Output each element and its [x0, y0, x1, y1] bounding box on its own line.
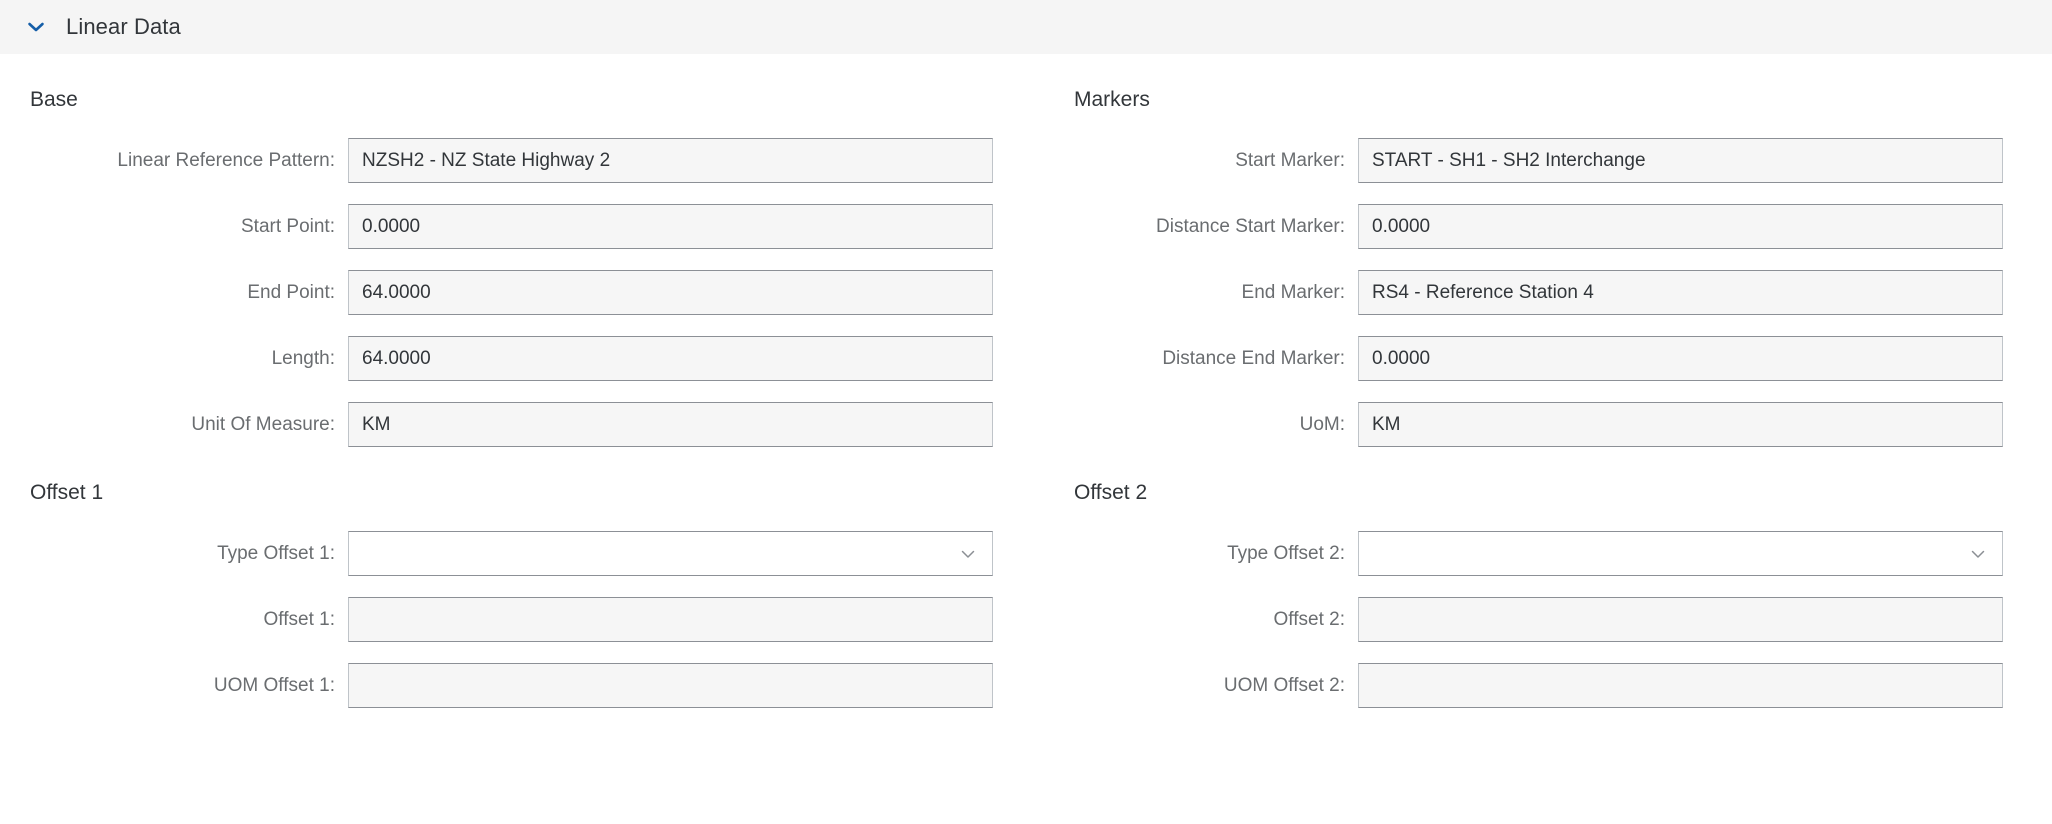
start-point-label: Start Point: [241, 215, 335, 237]
field-row-distance-end-marker: Distance End Marker: 0.0000 [1040, 336, 2032, 381]
offset2-fields: Type Offset 2: Offset 2: [1040, 531, 2032, 708]
markers-fields: Start Marker: START - SH1 - SH2 Intercha… [1040, 138, 2032, 447]
chevron-down-icon [25, 16, 47, 38]
offset2-section-heading: Offset 2 [1074, 481, 1148, 504]
distance-start-marker-value: 0.0000 [1372, 215, 1431, 237]
field-row-uom-offset-2: UOM Offset 2: [1040, 663, 2032, 708]
offset1-section-heading: Offset 1 [30, 481, 104, 504]
unit-of-measure-value: KM [362, 413, 391, 435]
base-section: Base Linear Reference Pattern: NZSH2 - N… [0, 54, 1026, 447]
start-marker-value: START - SH1 - SH2 Interchange [1372, 149, 1646, 171]
uom-offset-1-input[interactable] [348, 663, 993, 708]
start-point-value: 0.0000 [362, 215, 421, 237]
type-offset-2-label: Type Offset 2: [1227, 542, 1345, 564]
end-marker-label: End Marker: [1241, 281, 1345, 303]
uom-input[interactable]: KM [1358, 402, 2003, 447]
start-point-input[interactable]: 0.0000 [348, 204, 993, 249]
uom-value: KM [1372, 413, 1401, 435]
field-row-start-point: Start Point: 0.0000 [30, 204, 1004, 249]
linear-reference-pattern-input[interactable]: NZSH2 - NZ State Highway 2 [348, 138, 993, 183]
distance-end-marker-input[interactable]: 0.0000 [1358, 336, 2003, 381]
end-point-input[interactable]: 64.0000 [348, 270, 993, 315]
offset-1-label: Offset 1: [263, 608, 335, 630]
base-section-heading: Base [30, 88, 78, 111]
uom-offset-1-label: UOM Offset 1: [213, 674, 335, 696]
field-row-type-offset-1: Type Offset 1: [30, 531, 1004, 576]
field-row-linear-reference-pattern: Linear Reference Pattern: NZSH2 - NZ Sta… [30, 138, 1004, 183]
linear-data-panel-body: Base Linear Reference Pattern: NZSH2 - N… [0, 54, 2052, 708]
distance-start-marker-label: Distance Start Marker: [1156, 215, 1345, 237]
field-row-uom-offset-1: UOM Offset 1: [30, 663, 1004, 708]
linear-data-panel-header: Linear Data [0, 0, 2052, 54]
unit-of-measure-label: Unit Of Measure: [191, 413, 335, 435]
length-value: 64.0000 [362, 347, 431, 369]
linear-reference-pattern-value: NZSH2 - NZ State Highway 2 [362, 149, 611, 171]
offset-2-input[interactable] [1358, 597, 2003, 642]
base-fields: Linear Reference Pattern: NZSH2 - NZ Sta… [30, 138, 1004, 447]
panel-title: Linear Data [66, 14, 181, 39]
start-marker-label: Start Marker: [1235, 149, 1345, 171]
chevron-down-icon[interactable] [958, 544, 978, 564]
section-row-top: Base Linear Reference Pattern: NZSH2 - N… [0, 54, 2052, 447]
type-offset-1-select[interactable] [348, 531, 993, 576]
unit-of-measure-input[interactable]: KM [348, 402, 993, 447]
distance-start-marker-input[interactable]: 0.0000 [1358, 204, 2003, 249]
end-point-value: 64.0000 [362, 281, 431, 303]
uom-offset-2-label: UOM Offset 2: [1223, 674, 1345, 696]
start-marker-input[interactable]: START - SH1 - SH2 Interchange [1358, 138, 2003, 183]
length-label: Length: [271, 347, 335, 369]
field-row-offset-2: Offset 2: [1040, 597, 2032, 642]
end-point-label: End Point: [247, 281, 335, 303]
panel-collapse-toggle[interactable] [22, 13, 50, 41]
offset-1-input[interactable] [348, 597, 993, 642]
end-marker-value: RS4 - Reference Station 4 [1372, 281, 1594, 303]
field-row-uom: UoM: KM [1040, 402, 2032, 447]
field-row-start-marker: Start Marker: START - SH1 - SH2 Intercha… [1040, 138, 2032, 183]
distance-end-marker-label: Distance End Marker: [1162, 347, 1345, 369]
offset-2-label: Offset 2: [1273, 608, 1345, 630]
offset1-fields: Type Offset 1: Offset 1: [30, 531, 1004, 708]
field-row-offset-1: Offset 1: [30, 597, 1004, 642]
field-row-end-marker: End Marker: RS4 - Reference Station 4 [1040, 270, 2032, 315]
end-marker-input[interactable]: RS4 - Reference Station 4 [1358, 270, 2003, 315]
offset2-section: Offset 2 Type Offset 2: Offset 2: [1026, 447, 2052, 708]
field-row-type-offset-2: Type Offset 2: [1040, 531, 2032, 576]
length-input[interactable]: 64.0000 [348, 336, 993, 381]
markers-section: Markers Start Marker: START - SH1 - SH2 … [1026, 54, 2052, 447]
distance-end-marker-value: 0.0000 [1372, 347, 1431, 369]
section-row-bottom: Offset 1 Type Offset 1: Offset 1: [0, 447, 2052, 708]
uom-label: UoM: [1299, 413, 1345, 435]
type-offset-2-select[interactable] [1358, 531, 2003, 576]
chevron-down-icon[interactable] [1968, 544, 1988, 564]
offset1-section: Offset 1 Type Offset 1: Offset 1: [0, 447, 1026, 708]
linear-reference-pattern-label: Linear Reference Pattern: [117, 149, 335, 171]
field-row-unit-of-measure: Unit Of Measure: KM [30, 402, 1004, 447]
field-row-distance-start-marker: Distance Start Marker: 0.0000 [1040, 204, 2032, 249]
field-row-length: Length: 64.0000 [30, 336, 1004, 381]
uom-offset-2-input[interactable] [1358, 663, 2003, 708]
field-row-end-point: End Point: 64.0000 [30, 270, 1004, 315]
type-offset-1-label: Type Offset 1: [217, 542, 335, 564]
markers-section-heading: Markers [1074, 88, 1150, 111]
